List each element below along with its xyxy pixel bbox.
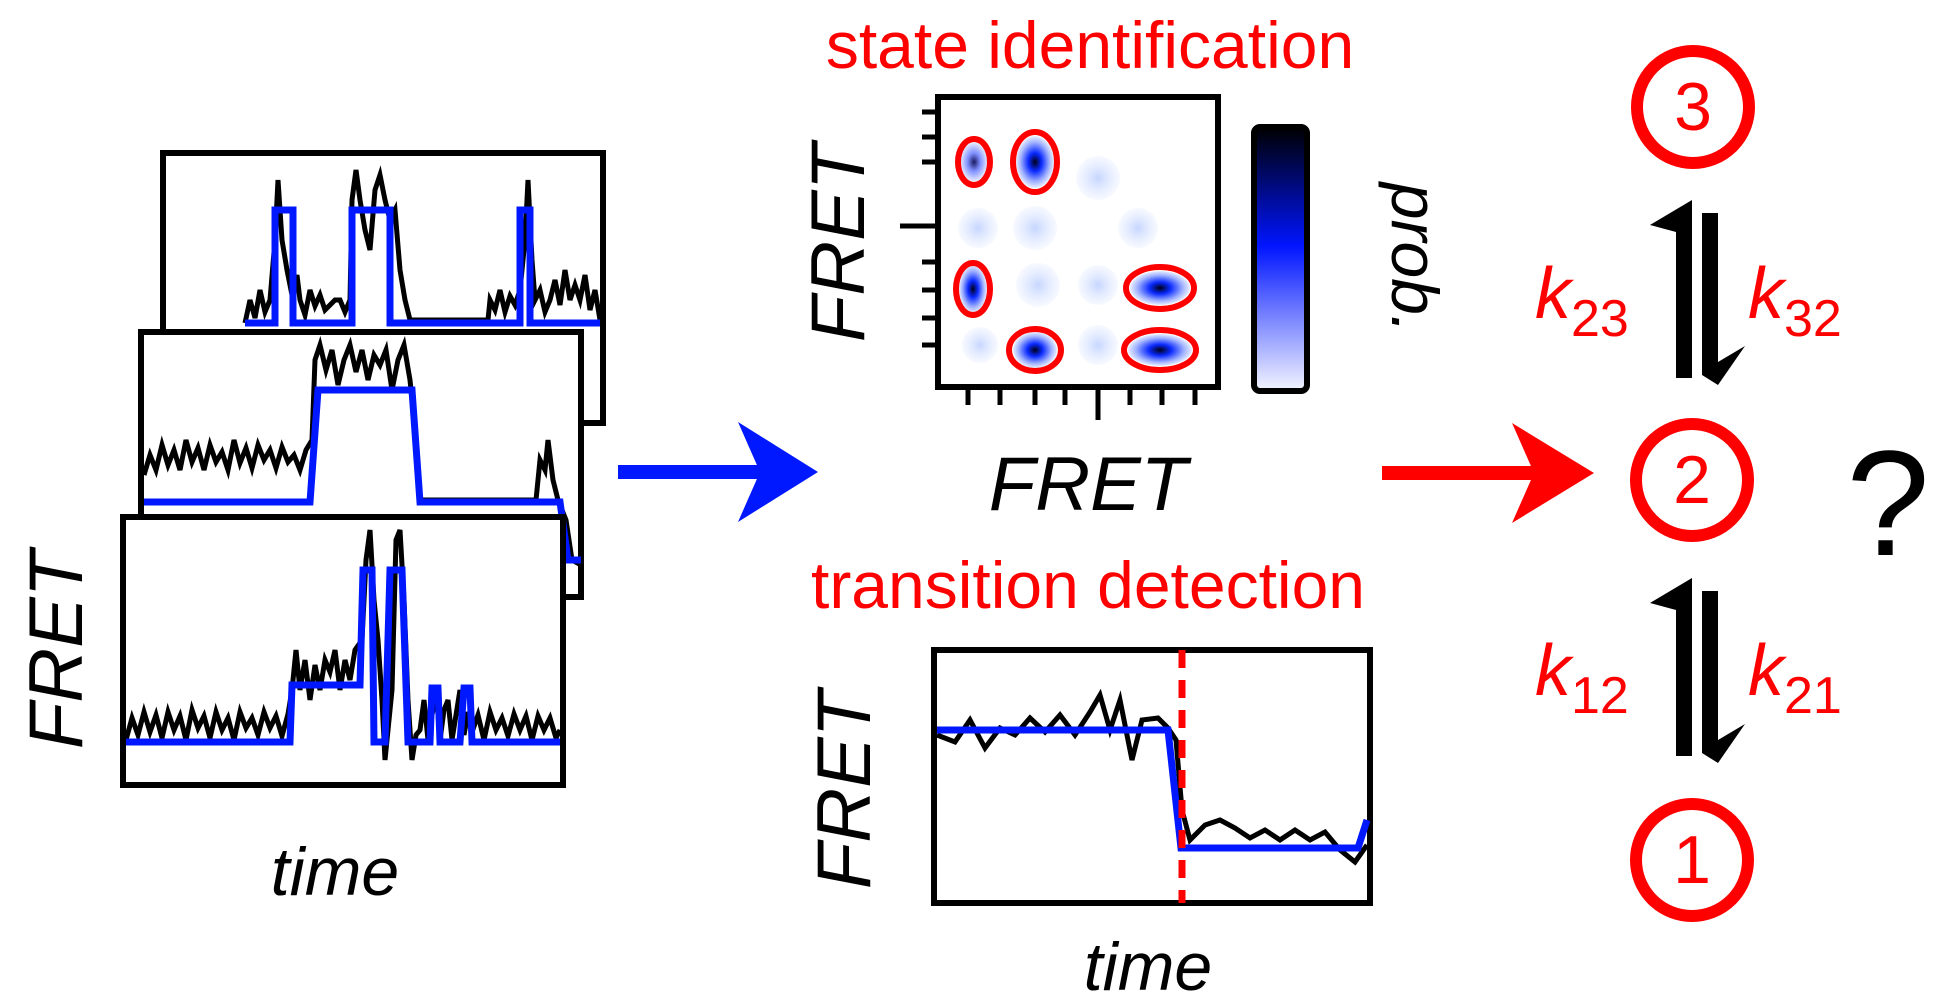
equilibrium-arrows-icon: [1650, 578, 1745, 763]
rate-k21: k21: [1748, 631, 1842, 725]
trace-back-blue: [245, 206, 600, 327]
rate-k23: k23: [1535, 254, 1629, 348]
state-identification-title: state identification: [826, 8, 1354, 82]
state-label-3: 3: [1674, 69, 1712, 145]
state-label-2: 2: [1673, 442, 1711, 518]
state-label-1: 1: [1673, 822, 1711, 898]
kinetic-scheme: 3 2 1 k23 k32 k12 k21: [1535, 45, 1930, 922]
right-arrow-icon: [618, 422, 818, 522]
state-circle-3: [1631, 45, 1755, 169]
time-axis-label-transition: time: [1084, 929, 1212, 1003]
fret-axis-label-heatmap-y: FRET: [796, 139, 881, 342]
fret-axis-label-transition: FRET: [802, 686, 887, 889]
prob-label: prob.: [1378, 181, 1452, 333]
heatmap-x-ticks: [965, 387, 1198, 420]
probability-colorbar: [1251, 124, 1310, 394]
state-circle-2: [1630, 418, 1754, 542]
trace-stack: FRET time: [14, 150, 606, 910]
red-right-arrow-icon: [1382, 423, 1594, 523]
heatmap-y-ticks: [900, 109, 938, 348]
question-mark: ?: [1846, 419, 1929, 587]
transition-detection-title: transition detection: [811, 548, 1365, 622]
heatmap-faint-blobs: [958, 156, 1158, 365]
heatmap-state-blobs: [953, 129, 1199, 374]
equilibrium-arrows-icon: [1650, 200, 1745, 385]
trace-front-blue: [126, 566, 560, 746]
trace-panel-front: [120, 514, 566, 788]
time-axis-label-left: time: [271, 834, 399, 910]
state-circle-1: [1630, 798, 1754, 922]
state-identification-panel: state identification: [796, 8, 1452, 527]
rate-k32: k32: [1748, 254, 1842, 348]
fret-axis-label-left: FRET: [14, 546, 99, 749]
transition-detection-panel: transition detection FRET time: [802, 548, 1373, 1003]
rate-k12: k12: [1535, 631, 1629, 725]
fret-axis-label-heatmap-x: FRET: [989, 442, 1192, 527]
